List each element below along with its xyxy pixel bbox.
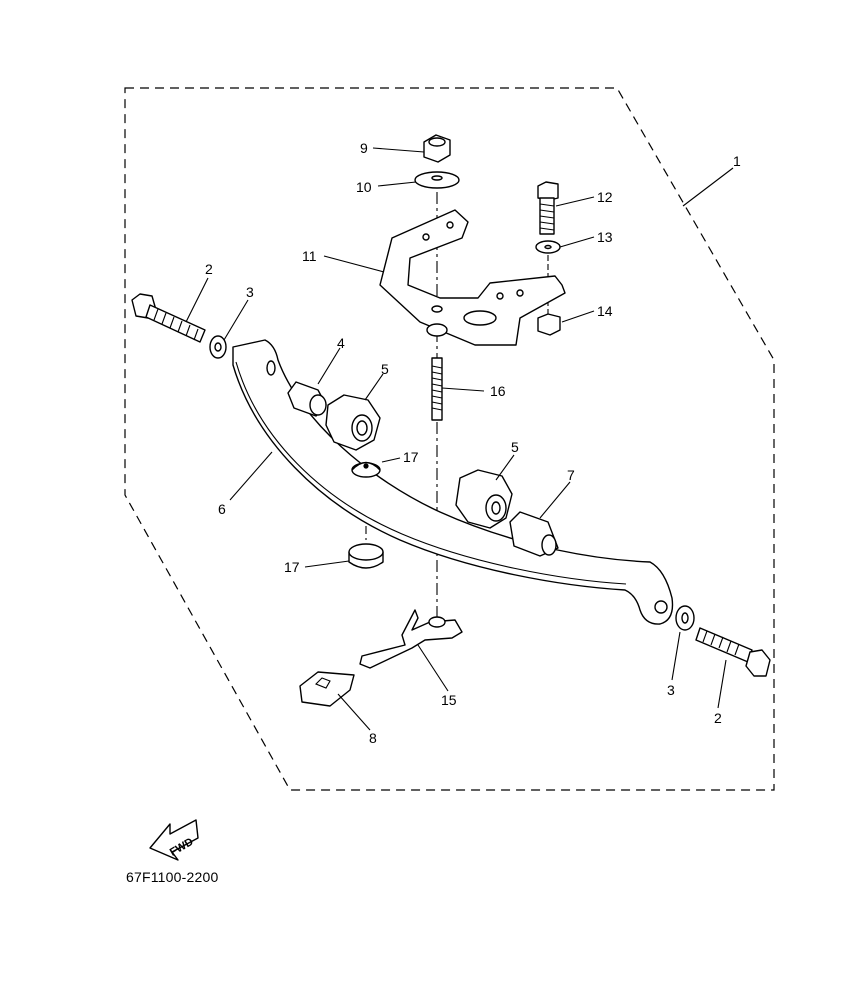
grommet-17-upper [351, 461, 381, 478]
nut-14 [537, 313, 561, 336]
callout-5: 5 [381, 361, 389, 377]
callout-13: 13 [597, 229, 613, 245]
callout-2: 2 [205, 261, 213, 277]
callout-3: 3 [246, 284, 254, 300]
assembly-boundary [124, 87, 775, 791]
callout-10: 10 [356, 179, 372, 195]
diagram-code: 67F1100-2200 [126, 869, 219, 885]
callout-7: 7 [567, 467, 575, 483]
callout-8: 8 [369, 730, 377, 746]
bolt-12 [537, 181, 559, 235]
callout-12: 12 [597, 189, 613, 205]
bolt-2-left [131, 293, 206, 343]
stud-16 [431, 357, 443, 421]
callout-17: 17 [284, 559, 300, 575]
callout-9: 9 [360, 140, 368, 156]
leader-lines [185, 147, 734, 731]
nut-9 [423, 134, 451, 163]
callout-4: 4 [337, 335, 345, 351]
callout-17: 17 [403, 449, 419, 465]
bolt-2-right [695, 627, 771, 677]
washer-3-left-hole [214, 342, 222, 352]
callout-14: 14 [597, 303, 613, 319]
collar-7 [509, 511, 559, 557]
collar-4 [287, 381, 327, 417]
callout-5: 5 [511, 439, 519, 455]
clip-8 [299, 671, 355, 707]
grommet-17-lower [348, 543, 384, 569]
washer-13 [535, 240, 561, 254]
callout-1: 1 [733, 153, 741, 169]
callout-16: 16 [490, 383, 506, 399]
callout-2: 2 [714, 710, 722, 726]
washer-10 [414, 171, 460, 189]
callout-11: 11 [302, 248, 317, 264]
washer-3-right-hole [681, 612, 689, 624]
nut-5-upper [325, 394, 381, 451]
callout-numbers: 1 2 2 3 3 4 5 5 6 7 8 9 10 11 12 13 14 1… [205, 140, 741, 746]
callout-6: 6 [218, 501, 226, 517]
fwd-arrow-icon: FWD [149, 819, 199, 861]
mounting-bracket [379, 209, 566, 346]
bracket-arm [232, 339, 674, 625]
lock-plate-15 [359, 609, 463, 669]
callout-15: 15 [441, 692, 457, 708]
callout-3: 3 [667, 682, 675, 698]
nut-5-lower [455, 469, 513, 529]
